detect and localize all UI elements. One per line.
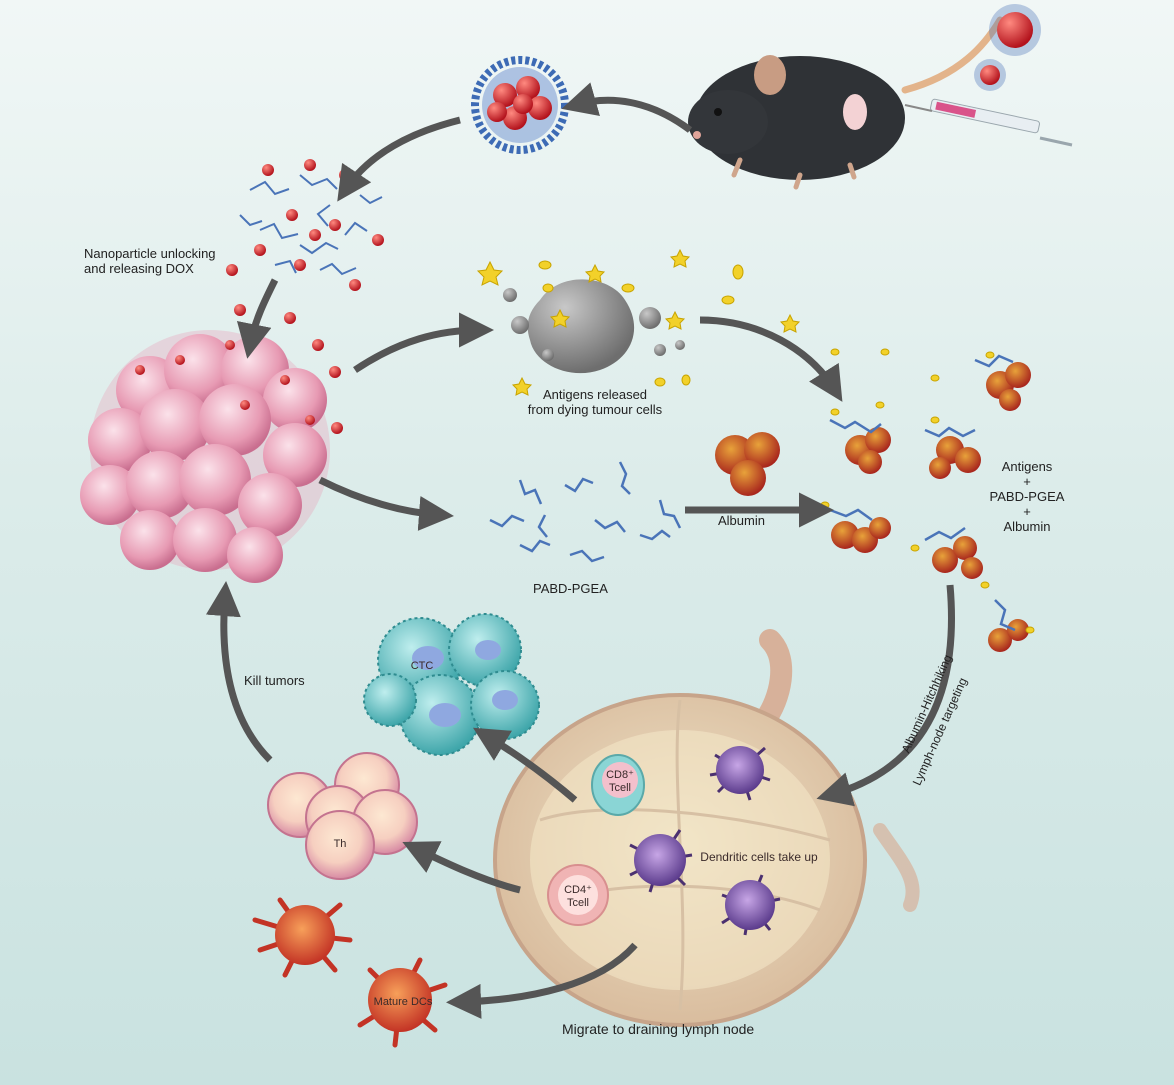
mouse <box>688 4 1073 190</box>
cd4-t-cell <box>547 864 609 926</box>
label-nanoparticle-unlocking: Nanoparticle unlocking and releasing DOX <box>84 246 216 276</box>
syringe-icon <box>904 98 1073 147</box>
label-migrate-to-lymph-node: Migrate to draining lymph node <box>562 1021 755 1037</box>
unlocked-nanoparticle <box>239 174 383 276</box>
albumin-protein <box>715 432 780 496</box>
mature-dcs <box>252 897 448 1048</box>
th-cells <box>267 752 418 880</box>
label-cd4-tcell: CD4⁺ Tcell <box>564 884 592 909</box>
dendritic-cells <box>629 746 781 936</box>
label-ctc: CTC <box>410 660 434 672</box>
flow-arrows <box>205 82 955 1019</box>
label-albumin: Albumin <box>718 513 765 528</box>
cd8-t-cell <box>591 754 645 816</box>
label-mature-dcs: Mature DCs <box>373 996 433 1008</box>
lymph-node <box>493 629 920 1027</box>
label-pabd-pgea: PABD-PGEA <box>533 581 608 596</box>
tumor-cluster <box>80 330 330 583</box>
label-complex: Antigens + PABD-PGEA + Albumin <box>989 459 1065 534</box>
label-antigens-released: Antigens released from dying tumour cell… <box>527 387 663 417</box>
label-th: Th <box>333 838 347 850</box>
label-cd8-tcell: CD8⁺ Tcell <box>606 769 634 794</box>
antigens <box>476 248 801 396</box>
nanoparticle <box>471 56 569 154</box>
ctc-cluster <box>363 613 540 756</box>
dying-tumour-cell <box>503 279 685 374</box>
pabd-pgea-polymers <box>489 461 682 563</box>
label-dendritic-cells-take-up: Dendritic cells take up <box>700 850 818 864</box>
label-kill-tumors: Kill tumors <box>244 673 305 688</box>
